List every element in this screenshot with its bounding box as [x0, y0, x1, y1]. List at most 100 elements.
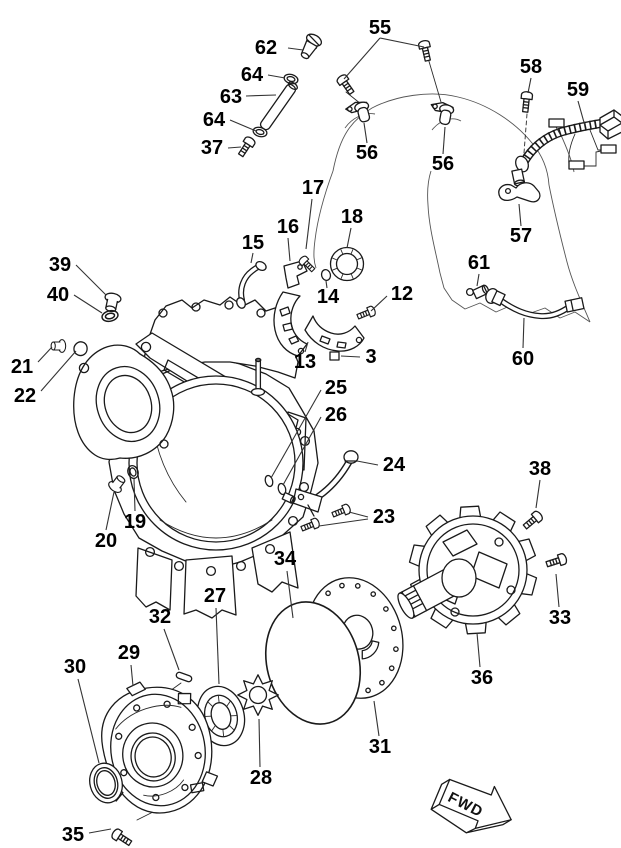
callout-62: 62	[255, 37, 277, 59]
callout-64: 64	[203, 109, 226, 131]
bolt-55-right	[417, 38, 434, 63]
callout-13: 13	[294, 351, 316, 373]
case-lug-bottom-left	[135, 547, 173, 611]
o-ring-14	[320, 269, 332, 281]
bolt-58	[519, 90, 534, 114]
callout-35: 35	[62, 824, 84, 846]
leader-line-55	[343, 37, 381, 80]
cover-bolt-hole	[194, 751, 202, 760]
callout-28: 28	[250, 767, 272, 789]
callout-58: 58	[520, 56, 542, 78]
leader-line-21	[37, 346, 53, 363]
case-lug-bottom-center	[183, 555, 237, 619]
callout-63: 63	[220, 86, 242, 108]
callout-37: 37	[201, 137, 223, 159]
rotor-lobe	[230, 715, 238, 717]
leader-line-56	[363, 122, 368, 144]
bearing-roller	[350, 273, 354, 279]
callout-18: 18	[341, 206, 363, 228]
callout-29: 29	[118, 642, 140, 664]
leader-line-62	[287, 47, 304, 51]
leader-line-32	[163, 628, 180, 671]
leader-line-14	[325, 280, 328, 289]
leader-line-39	[75, 264, 107, 296]
plug-21	[50, 339, 67, 353]
callout-59: 59	[567, 79, 589, 101]
callout-15: 15	[242, 232, 264, 254]
leader-line-26	[282, 416, 322, 486]
plate-hole	[383, 606, 389, 612]
plate-hole	[388, 665, 395, 672]
callout-17: 17	[302, 177, 324, 199]
speed-sensor-56-right	[430, 101, 455, 126]
leader-line-37	[227, 146, 242, 149]
cover-bolt-hole	[181, 783, 189, 792]
callout-27: 27	[204, 585, 226, 607]
bearing-roller	[356, 257, 362, 261]
leader-line-60	[522, 317, 525, 349]
callout-36: 36	[471, 667, 493, 689]
plate-hole	[379, 679, 385, 686]
leader-line-55	[379, 37, 425, 48]
rotor-lobe	[222, 729, 225, 737]
bolt-35	[109, 826, 134, 848]
gasket-ring-40	[100, 308, 120, 324]
plate-hole	[339, 582, 345, 589]
callout-12: 12	[391, 283, 413, 305]
callout-60: 60	[512, 348, 534, 370]
callout-64: 64	[241, 64, 264, 86]
oil-filler-pipe-24	[281, 450, 359, 517]
leader-line-13	[304, 341, 309, 353]
leader-line-15	[250, 252, 254, 264]
leader-line-23	[318, 518, 369, 527]
plate-hole	[390, 625, 397, 632]
clip-3	[329, 351, 340, 361]
cover-bolt-hole	[133, 704, 141, 712]
oil-seal-30	[89, 762, 123, 804]
callout-57: 57	[510, 225, 532, 247]
leader-line-59	[577, 100, 586, 127]
o-ring-19	[127, 465, 139, 479]
leader-line-64	[267, 74, 286, 79]
cover-bolt-hole	[115, 732, 123, 740]
oil-pipe-60	[485, 288, 585, 320]
callout-61: 61	[468, 252, 490, 274]
callout-22: 22	[14, 385, 36, 407]
wiring-harness-59	[511, 109, 621, 187]
cover-bolt-hole	[120, 769, 128, 777]
speed-sensor-56-left	[345, 101, 371, 123]
leader-line-22	[40, 350, 77, 392]
bearing-roller	[340, 273, 344, 279]
leader-line-12	[370, 295, 388, 312]
leader-line-24	[356, 460, 379, 466]
union-fitting-61	[465, 284, 490, 300]
callout-14: 14	[317, 286, 340, 308]
leader-line-57	[518, 203, 522, 227]
rotor-lobe	[207, 701, 213, 707]
callout-32: 32	[149, 606, 171, 628]
leader-line-35	[88, 828, 112, 834]
leader-line-27	[215, 607, 220, 685]
rotor-lobe	[204, 715, 212, 717]
check-ball-22	[73, 341, 88, 357]
callout-26: 26	[325, 404, 347, 426]
bearing-roller	[332, 257, 338, 261]
leader-line-61	[476, 273, 480, 287]
leader-line-56	[442, 126, 446, 155]
harness-bracket-57	[498, 182, 541, 203]
leader-line-64	[229, 119, 257, 132]
o-ring-25	[264, 474, 274, 488]
o-ring-26	[277, 482, 287, 496]
differential-boss	[73, 344, 175, 461]
callout-23: 23	[373, 506, 395, 528]
bearing-roller	[340, 249, 344, 255]
callout-55: 55	[369, 17, 391, 39]
bearing-roller	[332, 267, 338, 271]
bolt-38	[520, 509, 545, 532]
callout-39: 39	[49, 254, 71, 276]
leader-line-18	[346, 227, 352, 249]
leader-line-28	[258, 718, 261, 768]
callout-31: 31	[369, 736, 391, 758]
